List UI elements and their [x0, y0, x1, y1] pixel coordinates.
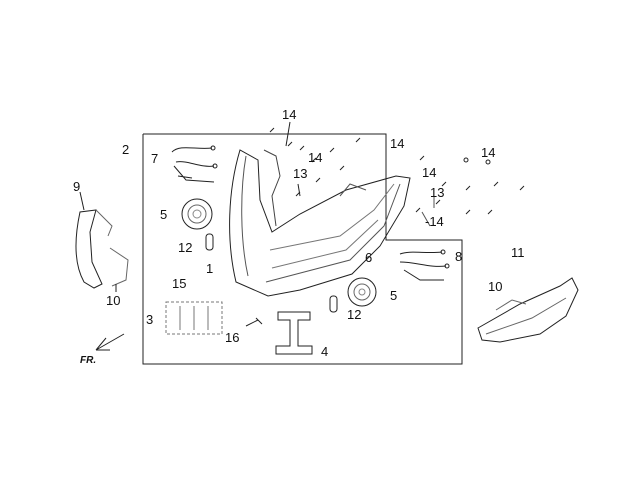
callout-6: 6 [365, 250, 373, 265]
callout-12-left: 12 [178, 240, 193, 255]
front-direction-arrow [95, 333, 125, 351]
callout-14-top: 14 [282, 107, 297, 122]
callout-14-dash: -14 [425, 214, 444, 229]
mounting-bracket [275, 311, 313, 355]
callout-1: 1 [206, 261, 214, 276]
callout-13-right: 13 [430, 185, 445, 200]
bulb-cover-left [181, 198, 213, 230]
callout-14-lower: 14 [422, 165, 437, 180]
callout-10-left: 10 [106, 293, 121, 308]
callout-9: 9 [73, 179, 81, 194]
leader-14a [285, 121, 291, 147]
callout-14-far-right: 14 [481, 145, 496, 160]
side-cover-right [477, 277, 579, 343]
wiring-harness-left [171, 147, 215, 183]
callout-12-right: 12 [347, 307, 362, 322]
callout-7: 7 [151, 151, 159, 166]
front-direction-label: FR. [80, 355, 97, 366]
callout-5-right: 5 [390, 288, 398, 303]
callout-11: 11 [511, 245, 525, 260]
callout-10-right: 10 [488, 279, 503, 294]
headlight-housing [229, 149, 411, 297]
wiring-harness-right [399, 251, 447, 281]
leader-13a [297, 183, 301, 197]
callout-13-left: 13 [293, 166, 308, 181]
callout-2: 2 [122, 142, 130, 157]
bulb-right [329, 295, 338, 313]
side-cover-left [75, 209, 103, 289]
socket-group [165, 301, 223, 335]
assembly-frame [142, 133, 463, 365]
bulb-left [205, 233, 214, 251]
screw [245, 317, 263, 327]
callout-14-right: 14 [390, 136, 405, 151]
callout-3: 3 [146, 312, 154, 327]
callout-5-left: 5 [160, 207, 168, 222]
callout-8: 8 [455, 249, 463, 264]
bulb-cover-right [347, 277, 377, 307]
callout-4: 4 [321, 344, 329, 359]
callout-14-mid: 14 [308, 150, 323, 165]
leader-9 [79, 191, 85, 211]
callout-15: 15 [172, 276, 187, 291]
callout-16: 16 [225, 330, 240, 345]
